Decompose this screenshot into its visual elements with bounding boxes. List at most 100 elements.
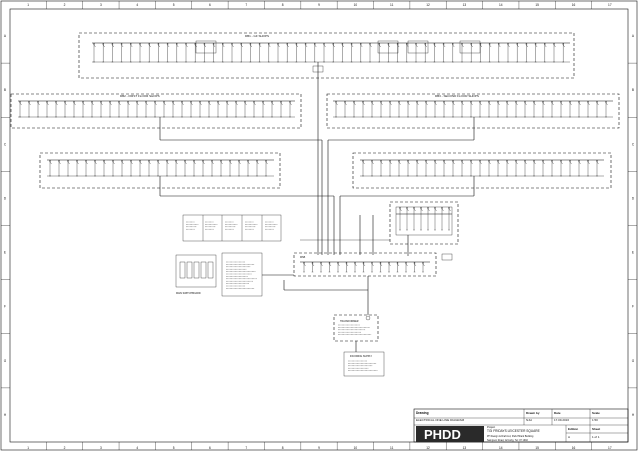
breaker-symbol [280, 102, 283, 106]
breaker-symbol [329, 263, 332, 267]
column-label: 10 [354, 446, 358, 450]
breaker-dot [389, 101, 391, 103]
breaker-dot [448, 207, 450, 209]
breaker-dot [202, 160, 204, 162]
breaker-symbol [544, 44, 547, 48]
company-logo [416, 426, 484, 442]
row-label: B [4, 88, 6, 92]
breaker-dot [344, 101, 346, 103]
breaker-dot [28, 101, 30, 103]
row-label: E [4, 251, 6, 255]
breaker-symbol [569, 161, 572, 165]
breaker-symbol [443, 44, 446, 48]
breaker-dot [93, 43, 95, 45]
row-label: G [632, 359, 635, 363]
breaker-dot [166, 43, 169, 45]
breaker-symbol [515, 102, 518, 106]
project-name: TGI FRIDAYS LEICESTER SQUARE [487, 429, 540, 433]
breaker-dot [332, 43, 334, 45]
breaker-symbol [407, 102, 410, 106]
column-label: 13 [463, 3, 467, 7]
breaker-dot [176, 43, 178, 45]
breaker-symbol [422, 263, 425, 267]
row-label: E [632, 251, 634, 255]
breaker-symbol [305, 44, 308, 48]
breaker-dot [396, 262, 399, 264]
breaker-symbol [262, 102, 265, 106]
column-label: 13 [463, 446, 467, 450]
breaker-dot [145, 101, 147, 103]
breaker-dot [452, 160, 454, 162]
breaker-dot [360, 43, 362, 45]
breaker-symbol [542, 102, 545, 106]
breaker-dot [407, 101, 409, 103]
title-block: PHDD Drawing ELECTRICAL ONE LINE DIAGRAM… [413, 408, 629, 443]
breaker-symbol [100, 102, 103, 106]
breaker-symbol [55, 102, 58, 106]
breaker-symbol [398, 102, 401, 106]
breaker-dot [497, 160, 499, 162]
breaker-dot [67, 160, 69, 162]
breaker-symbol [380, 263, 383, 267]
breaker-symbol [420, 208, 423, 212]
breaker-dot [148, 43, 150, 45]
right-distribution-board: DB3 - SECOND FLOOR SHOPS [326, 93, 620, 129]
breaker-dot [157, 43, 160, 45]
column-label: 3 [100, 446, 102, 450]
breaker-symbol [247, 161, 250, 165]
breaker-dot [220, 160, 222, 162]
breaker-symbol [265, 161, 268, 165]
breaker-dot [371, 101, 373, 103]
breaker-symbol [112, 44, 115, 48]
breaker-symbol [231, 44, 234, 48]
breaker-symbol [289, 102, 292, 106]
breaker-symbol [337, 263, 340, 267]
breaker-dot [46, 101, 48, 103]
column-label: 4 [136, 446, 138, 450]
breaker-dot [222, 43, 224, 45]
breaker-dot [335, 101, 337, 103]
breaker-symbol [452, 102, 455, 106]
breaker-symbol [181, 102, 184, 106]
breaker-dot [515, 101, 517, 103]
transformer-label: TRANSFORMER [340, 320, 359, 323]
breaker-symbol [461, 161, 464, 165]
breaker-symbol [416, 161, 419, 165]
breaker-dot [442, 43, 445, 45]
breaker-symbol [163, 102, 166, 106]
breaker-dot [420, 207, 422, 209]
breaker-symbol [76, 161, 79, 165]
breaker-dot [443, 160, 445, 162]
breaker-symbol [58, 161, 61, 165]
main-switchboard: MSB [221, 252, 453, 315]
incoming-supply-box: INCOMING SUPPLY [343, 351, 385, 377]
breaker-symbol [479, 161, 482, 165]
breaker-dot [166, 160, 168, 162]
column-label: 11 [390, 3, 394, 7]
breaker-dot [121, 160, 123, 162]
breaker-symbol [91, 102, 94, 106]
breaker-dot [406, 207, 408, 209]
breaker-symbol [250, 44, 253, 48]
switch-module [207, 261, 214, 279]
drawn-by-value: NJH [526, 418, 532, 422]
breaker-dot [441, 207, 443, 209]
breaker-symbol [470, 161, 473, 165]
row-label: F [4, 305, 6, 309]
breaker-symbol [351, 44, 354, 48]
breaker-symbol [517, 44, 519, 48]
breaker-symbol [130, 44, 133, 48]
breaker-symbol [121, 161, 124, 165]
edition-value: A [568, 435, 570, 439]
breaker-symbol [49, 161, 52, 165]
breaker-dot [560, 101, 562, 103]
breaker-dot [111, 43, 114, 45]
breaker-dot [569, 101, 571, 103]
breaker-dot [533, 160, 535, 162]
breaker-dot [433, 43, 436, 45]
breaker-dot [434, 101, 436, 103]
breaker-dot [112, 160, 114, 162]
breaker-dot [413, 207, 415, 209]
breaker-symbol [587, 102, 590, 106]
